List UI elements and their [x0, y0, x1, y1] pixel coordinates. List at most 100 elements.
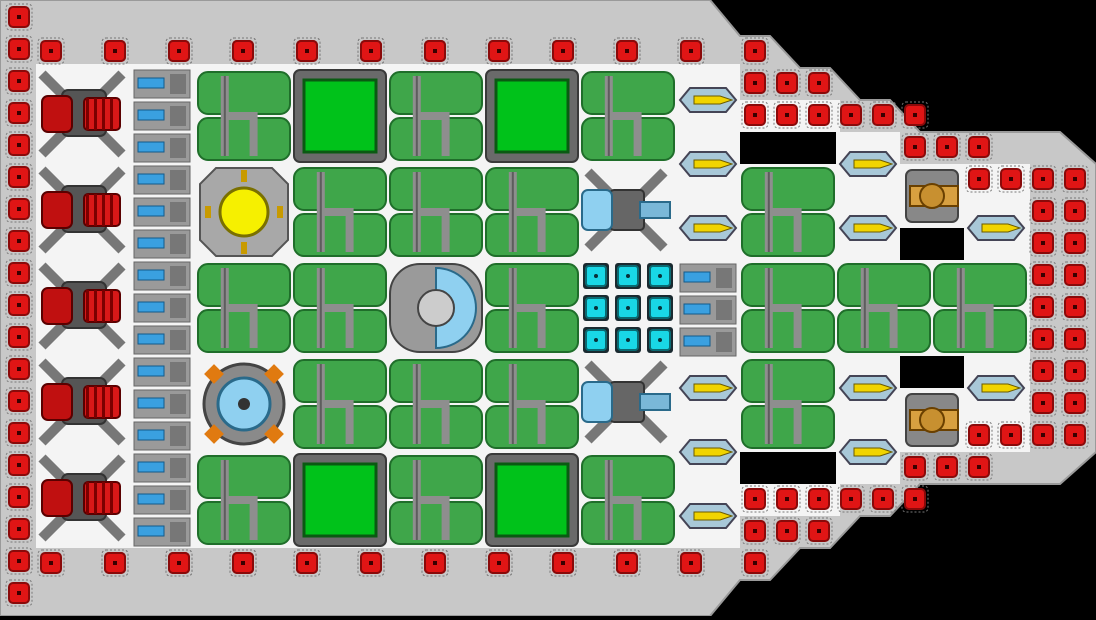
armor-block	[5, 483, 33, 511]
void-4	[900, 356, 964, 388]
cargo-bay	[485, 69, 579, 163]
armor-block	[1061, 389, 1089, 417]
armor-block	[805, 69, 833, 97]
armor-block	[5, 355, 33, 383]
thruster	[838, 375, 898, 401]
armor-block	[997, 421, 1025, 449]
armor-block	[5, 323, 33, 351]
armor-block	[5, 291, 33, 319]
cyan-cell	[583, 295, 609, 321]
gold-turret	[905, 393, 959, 447]
armor-block	[741, 549, 769, 577]
armor-block	[741, 485, 769, 513]
armor-block	[421, 37, 449, 65]
cargo-bay	[485, 453, 579, 547]
fuel-tank	[485, 167, 579, 257]
armor-block	[997, 165, 1025, 193]
battery-cell	[133, 421, 191, 451]
battery-cell	[133, 293, 191, 323]
thruster	[678, 215, 738, 241]
armor-block	[165, 37, 193, 65]
armor-block	[1029, 357, 1057, 385]
battery-cell	[133, 325, 191, 355]
thruster	[678, 151, 738, 177]
armor-block	[965, 453, 993, 481]
fuel-tank	[197, 455, 291, 545]
armor-block	[1061, 325, 1089, 353]
armor-block	[1061, 197, 1089, 225]
armor-block	[549, 37, 577, 65]
armor-block	[805, 517, 833, 545]
armor-block	[837, 485, 865, 513]
armor-block	[5, 3, 33, 31]
armor-block	[773, 101, 801, 129]
armor-block	[1029, 421, 1057, 449]
armor-block	[485, 549, 513, 577]
armor-block	[5, 515, 33, 543]
armor-block	[5, 547, 33, 575]
armor-block	[293, 549, 321, 577]
armor-block	[1061, 357, 1089, 385]
battery-cell	[133, 261, 191, 291]
void-2	[740, 452, 836, 484]
fuel-tank	[581, 71, 675, 161]
armor-block	[5, 451, 33, 479]
armor-block	[5, 259, 33, 287]
battery-cell	[133, 453, 191, 483]
armor-block	[5, 35, 33, 63]
cargo-bay	[293, 453, 387, 547]
battery-cell	[679, 327, 737, 357]
armor-block	[165, 549, 193, 577]
cyan-cell	[615, 263, 641, 289]
fuel-tank	[933, 263, 1027, 353]
armor-block	[869, 485, 897, 513]
armor-block	[1029, 389, 1057, 417]
armor-block	[1029, 261, 1057, 289]
armor-block	[1029, 165, 1057, 193]
cyan-cell	[583, 327, 609, 353]
cyan-cell	[647, 327, 673, 353]
rail-cannon	[581, 168, 671, 252]
armor-block	[613, 37, 641, 65]
battery-cell	[133, 517, 191, 547]
armor-block	[293, 37, 321, 65]
fuel-tank	[389, 71, 483, 161]
battery-cell	[133, 101, 191, 131]
cargo-bay	[293, 69, 387, 163]
cyan-cell	[615, 295, 641, 321]
thruster	[678, 87, 738, 113]
armor-block	[869, 101, 897, 129]
battery-cell	[133, 389, 191, 419]
cyan-cell	[615, 327, 641, 353]
armor-block	[229, 37, 257, 65]
armor-block	[357, 549, 385, 577]
armor-block	[741, 101, 769, 129]
armor-block	[357, 37, 385, 65]
armor-block	[101, 37, 129, 65]
fuel-tank	[197, 71, 291, 161]
armor-block	[1061, 261, 1089, 289]
gold-turret	[905, 169, 959, 223]
armor-block	[805, 101, 833, 129]
engine	[38, 454, 126, 542]
thruster	[678, 439, 738, 465]
fuel-tank	[741, 359, 835, 449]
thruster	[678, 503, 738, 529]
armor-block	[1029, 325, 1057, 353]
armor-block	[549, 549, 577, 577]
armor-block	[1061, 293, 1089, 321]
armor-block	[741, 69, 769, 97]
cyan-cell	[647, 295, 673, 321]
fuel-tank	[293, 167, 387, 257]
armor-block	[5, 131, 33, 159]
fuel-tank	[581, 455, 675, 545]
armor-block	[901, 101, 929, 129]
rail-cannon	[581, 360, 671, 444]
battery-cell	[133, 133, 191, 163]
thruster	[966, 375, 1026, 401]
battery-cell	[133, 229, 191, 259]
thruster	[838, 151, 898, 177]
reactor	[199, 167, 289, 257]
armor-block	[229, 549, 257, 577]
